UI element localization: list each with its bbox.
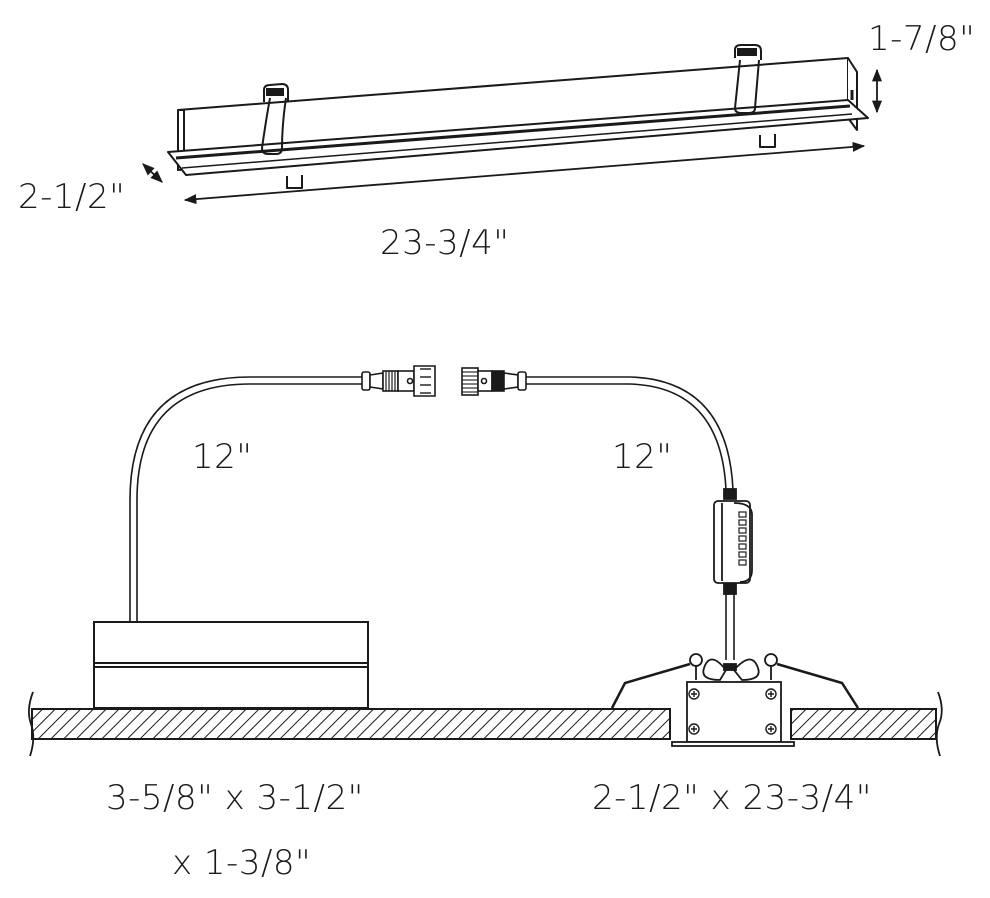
- height-dimension-label: 1-7/8": [868, 19, 976, 59]
- screw-icons: [688, 688, 777, 735]
- width-arrow: [142, 163, 163, 183]
- driver-cable-length-label: 12": [192, 437, 253, 477]
- length-dimension-label: 23-3/4": [380, 223, 510, 263]
- fixture-cable: [526, 376, 735, 660]
- dimension-arrows-top: [142, 68, 883, 205]
- fixture-cable-length-label: 12": [612, 437, 673, 477]
- recessed-fixture-section: [610, 653, 860, 747]
- ceiling-section: [28, 691, 943, 757]
- linear-fixture-isometric: [167, 44, 869, 189]
- cable-connector-female: [461, 367, 527, 396]
- length-arrow: [183, 141, 866, 205]
- driver-depth-label: x 1-3/8": [172, 843, 312, 883]
- remote-driver-box: [93, 621, 369, 709]
- inline-control-switch: [713, 488, 753, 595]
- width-dimension-label: 2-1/2": [18, 177, 126, 217]
- driver-cable: [129, 376, 362, 622]
- fixture-dimensions-label: 2-1/2" x 23-3/4": [592, 778, 872, 818]
- break-line-right: [935, 691, 943, 757]
- driver-dimensions-label: 3-5/8" x 3-1/2": [106, 778, 364, 818]
- cable-connector-male: [361, 365, 436, 397]
- break-line-left: [28, 691, 35, 757]
